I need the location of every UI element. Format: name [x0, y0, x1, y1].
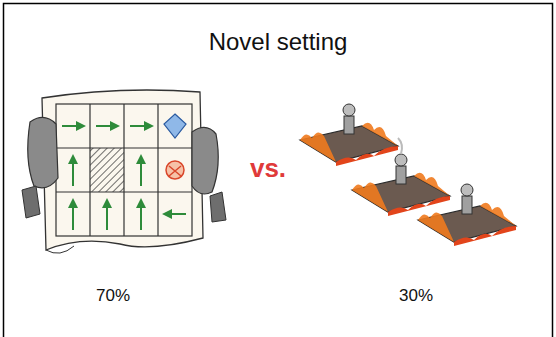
percentage-label: 30%	[399, 286, 433, 306]
slide-title: Novel setting	[209, 28, 348, 56]
fire-platforms-illustration	[300, 104, 516, 246]
map-illustration	[22, 90, 226, 253]
versus-label: vs.	[250, 153, 286, 184]
percentage-label: 70%	[96, 286, 130, 306]
slide-frame	[4, 4, 553, 337]
